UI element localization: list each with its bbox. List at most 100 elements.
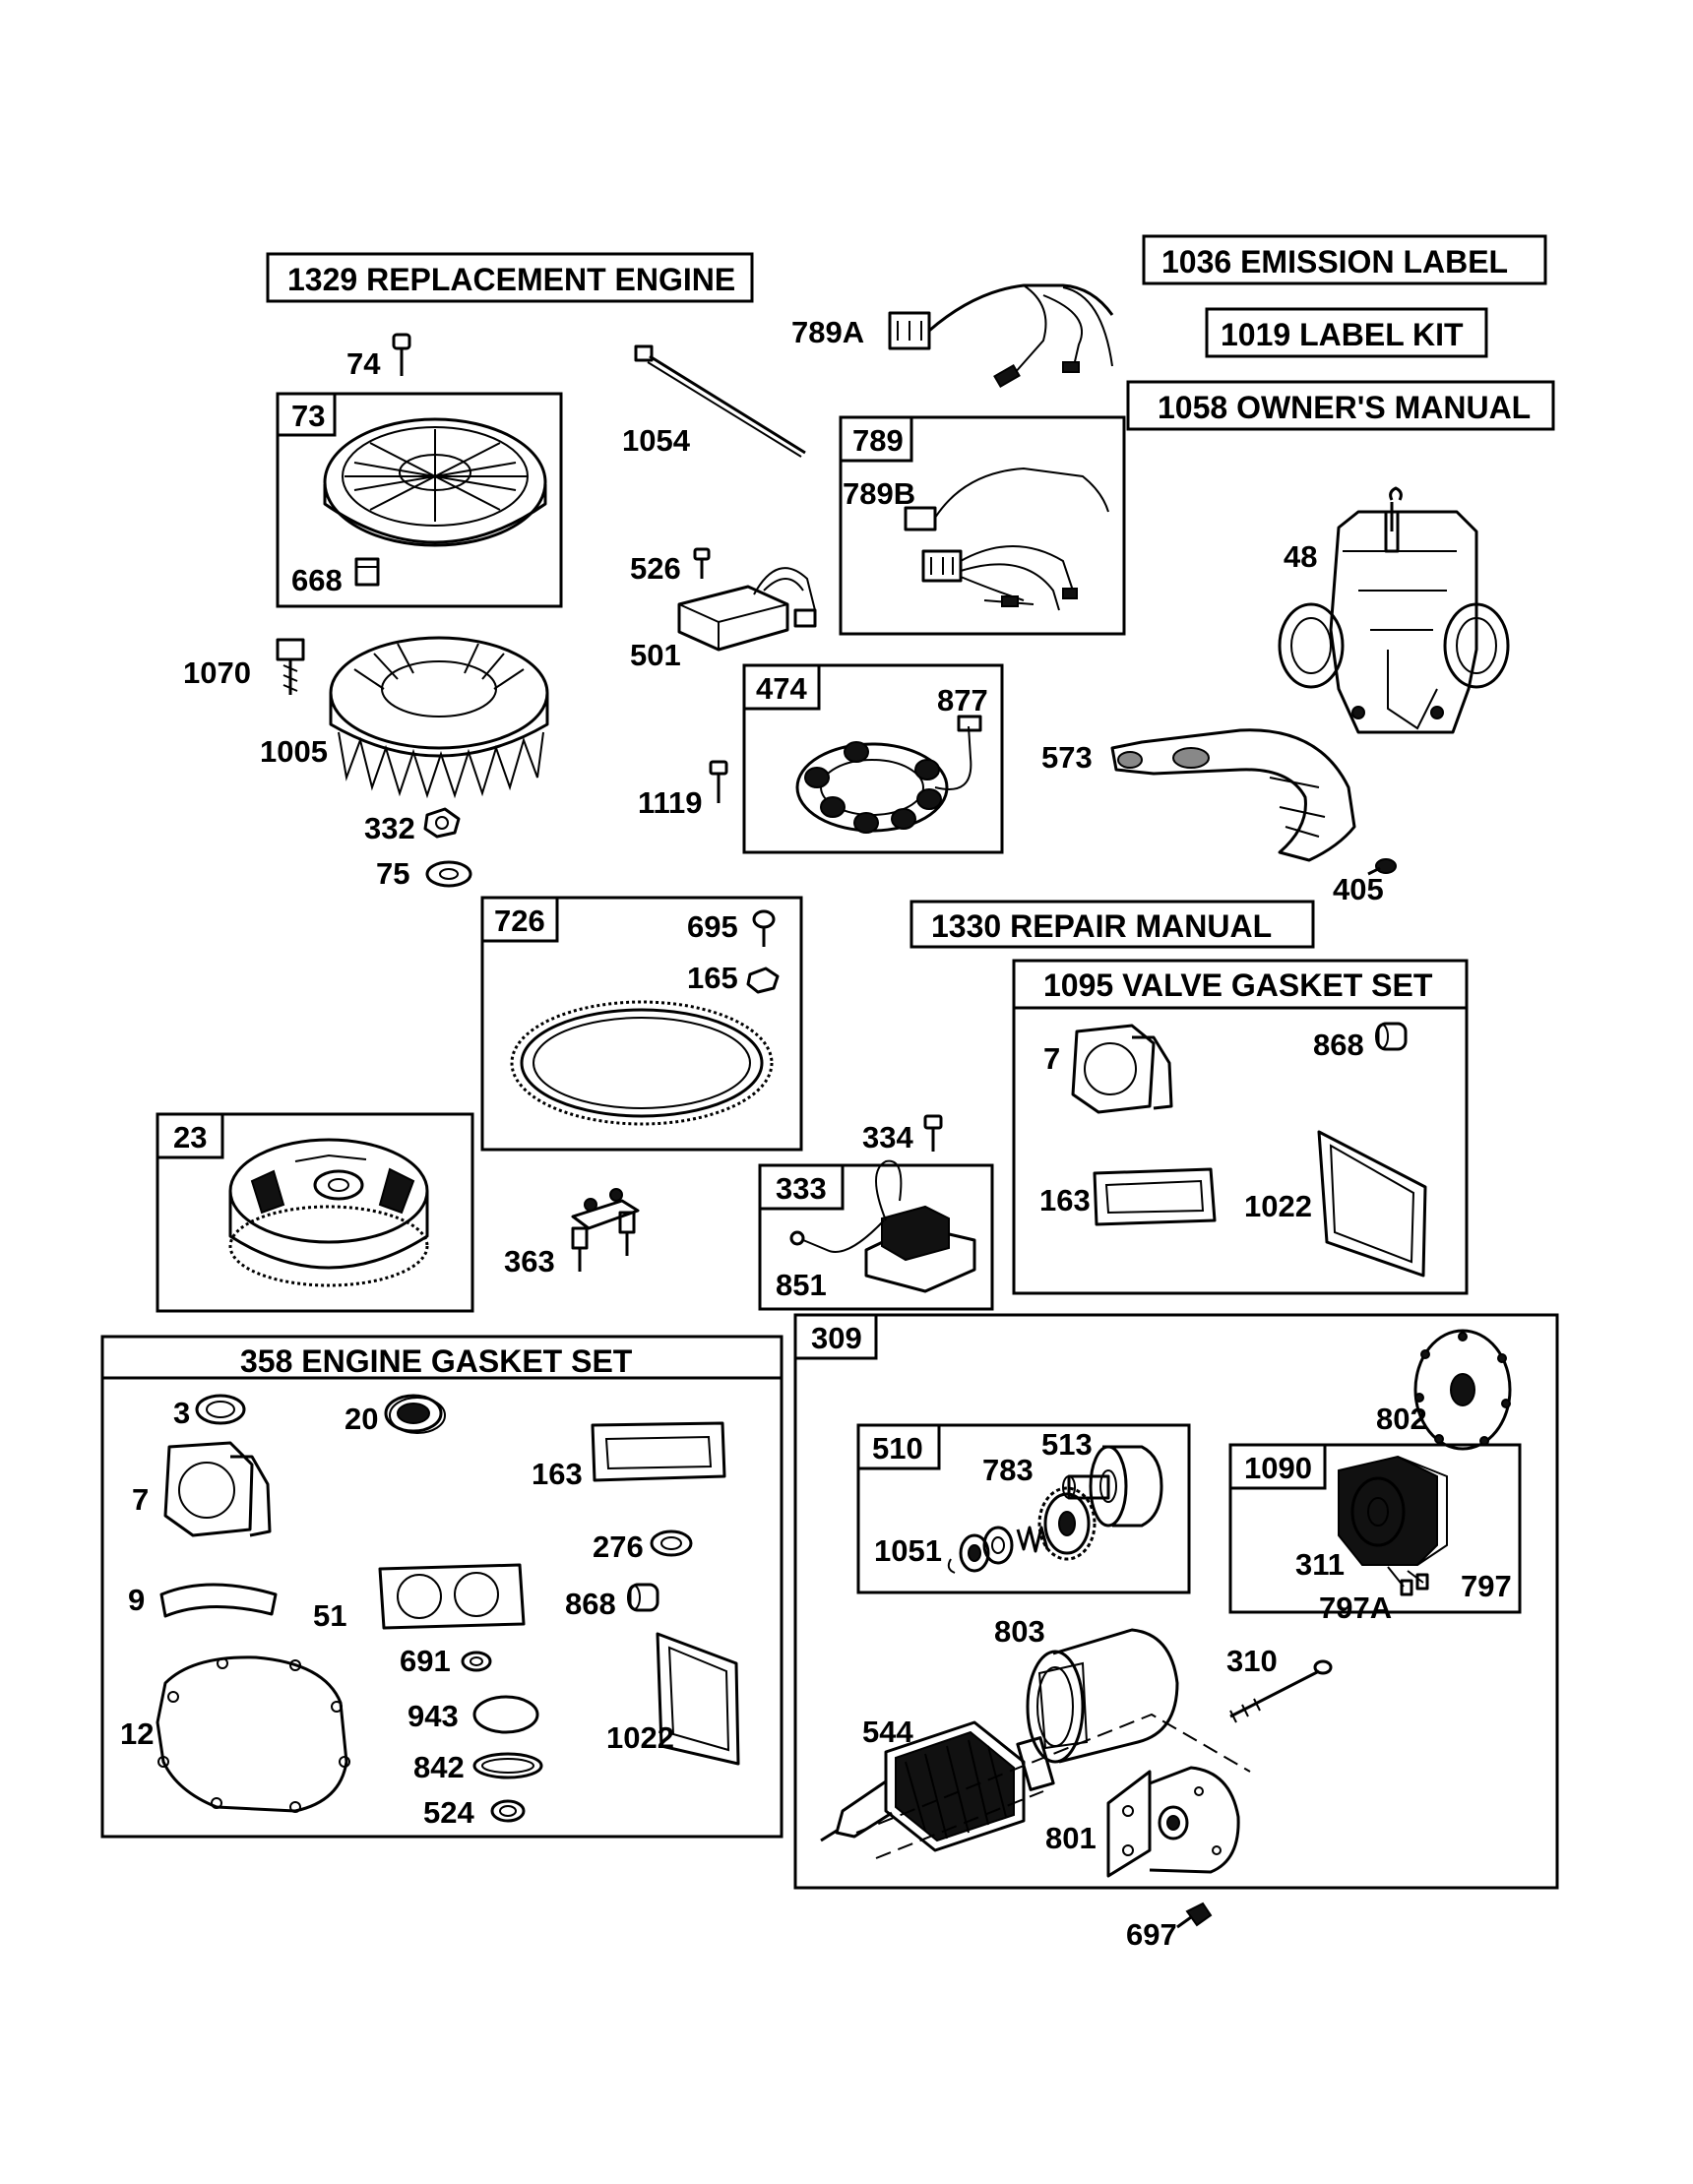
gear-783-part <box>1037 1486 1097 1561</box>
module-501-part <box>677 567 817 652</box>
owners-manual-title: 1058 OWNER'S MANUAL <box>1126 380 1555 431</box>
bolt-74-part <box>392 333 411 376</box>
bolt-1119-part <box>709 760 728 803</box>
svg-text:3: 3 <box>173 1396 190 1430</box>
svg-text:510: 510 <box>872 1431 923 1466</box>
armature-333-part <box>789 1159 976 1293</box>
crankcase-48-part <box>1278 486 1510 734</box>
svg-text:943: 943 <box>408 1699 459 1733</box>
svg-text:1329 REPLACEMENT ENGINE: 1329 REPLACEMENT ENGINE <box>287 262 735 297</box>
baffle-573-part <box>1110 728 1356 862</box>
screw-668-part <box>354 557 380 587</box>
group-474: 474 877 <box>742 663 1004 854</box>
svg-text:74: 74 <box>346 346 381 381</box>
svg-text:697: 697 <box>1126 1917 1177 1952</box>
disc-802-part <box>1413 1329 1512 1451</box>
nut-332-part <box>423 807 461 839</box>
brush-holder-1090-part <box>1338 1455 1448 1596</box>
svg-text:163: 163 <box>1039 1183 1091 1217</box>
armature-544-part <box>820 1720 1055 1852</box>
oring-842-part <box>472 1752 543 1779</box>
svg-text:276: 276 <box>593 1529 644 1564</box>
svg-text:333: 333 <box>776 1171 827 1206</box>
bolt-1070-part <box>276 638 305 695</box>
svg-text:12: 12 <box>120 1716 154 1751</box>
oring-524-part <box>490 1799 526 1823</box>
svg-text:75: 75 <box>376 856 409 891</box>
svg-text:868: 868 <box>1313 1028 1364 1062</box>
drive-513-part <box>1062 1445 1163 1528</box>
svg-text:7: 7 <box>1043 1041 1060 1076</box>
svg-text:1095 VALVE GASKET SET: 1095 VALVE GASKET SET <box>1043 967 1433 1003</box>
svg-text:23: 23 <box>173 1120 207 1154</box>
seal-3-part <box>195 1394 246 1425</box>
bolt-695-part <box>752 909 776 947</box>
svg-text:73: 73 <box>291 399 325 433</box>
svg-text:1005: 1005 <box>260 734 328 769</box>
group-510: 510 513 783 1051 <box>856 1423 1191 1594</box>
svg-text:691: 691 <box>400 1644 451 1678</box>
bracket-363-part <box>571 1188 640 1272</box>
svg-text:163: 163 <box>532 1457 583 1491</box>
svg-text:311: 311 <box>1295 1547 1345 1582</box>
svg-text:48: 48 <box>1284 539 1317 574</box>
svg-text:51: 51 <box>313 1598 346 1633</box>
svg-text:363: 363 <box>504 1244 555 1279</box>
svg-text:1022: 1022 <box>1244 1189 1312 1223</box>
end-cap-801-part <box>1106 1766 1240 1878</box>
seal-868-set-part <box>627 1583 659 1612</box>
svg-text:877: 877 <box>937 683 988 718</box>
cable-tie-1054-part <box>634 344 806 458</box>
svg-text:405: 405 <box>1333 872 1384 906</box>
harness-789b-part <box>904 467 1109 611</box>
ring-gear-726-part <box>510 1000 774 1126</box>
gasket-1022-part <box>1317 1130 1427 1278</box>
svg-text:524: 524 <box>423 1795 474 1830</box>
seal-276-part <box>650 1529 693 1557</box>
fan-1005-part <box>329 636 549 799</box>
replacement-engine-title: 1329 REPLACEMENT ENGINE <box>266 252 754 303</box>
group-1090: 1090 311 797 797A <box>1228 1443 1522 1625</box>
svg-text:789B: 789B <box>843 476 915 511</box>
svg-text:789A: 789A <box>791 315 864 349</box>
seal-868-part <box>1375 1022 1408 1051</box>
head-gasket-7-part <box>1071 1024 1173 1114</box>
svg-text:1022: 1022 <box>606 1720 674 1755</box>
svg-text:20: 20 <box>345 1402 378 1436</box>
seal-20-part <box>384 1394 446 1434</box>
oring-943-part <box>472 1695 539 1734</box>
svg-text:851: 851 <box>776 1268 827 1302</box>
washer-75-part <box>425 860 472 888</box>
group-726: 726 695 165 <box>480 896 803 1152</box>
repair-manual-title: 1330 REPAIR MANUAL <box>909 900 1315 949</box>
group-23: 23 <box>156 1112 474 1313</box>
svg-text:310: 310 <box>1226 1644 1278 1678</box>
gasket-1022-set-part <box>656 1632 740 1766</box>
screw-405-part <box>1367 858 1397 876</box>
svg-text:1119: 1119 <box>638 785 703 820</box>
bolt-334-part <box>923 1114 943 1152</box>
svg-text:1036 EMISSION LABEL: 1036 EMISSION LABEL <box>1161 244 1508 280</box>
svg-text:526: 526 <box>630 551 681 586</box>
crankcase-gasket-12-part <box>156 1655 350 1813</box>
svg-text:783: 783 <box>982 1453 1034 1487</box>
seal-691-part <box>461 1651 492 1672</box>
svg-text:513: 513 <box>1041 1427 1093 1462</box>
svg-text:1051: 1051 <box>874 1533 942 1568</box>
emission-label-title: 1036 EMISSION LABEL <box>1142 234 1547 285</box>
svg-text:165: 165 <box>687 961 738 995</box>
group-789: 789 789B <box>839 415 1126 636</box>
flywheel-23-part <box>228 1138 429 1287</box>
svg-text:501: 501 <box>630 638 681 672</box>
svg-text:332: 332 <box>364 811 415 845</box>
screw-526-part <box>693 547 711 579</box>
svg-text:668: 668 <box>291 563 343 597</box>
svg-text:1019 LABEL KIT: 1019 LABEL KIT <box>1221 317 1464 352</box>
group-333: 333 851 <box>758 1159 994 1311</box>
blower-housing-part <box>323 417 547 547</box>
svg-text:309: 309 <box>811 1321 862 1355</box>
svg-text:544: 544 <box>862 1715 913 1749</box>
svg-text:789: 789 <box>852 423 904 458</box>
group-309: 309 802 510 513 783 1051 <box>793 1313 1559 1890</box>
